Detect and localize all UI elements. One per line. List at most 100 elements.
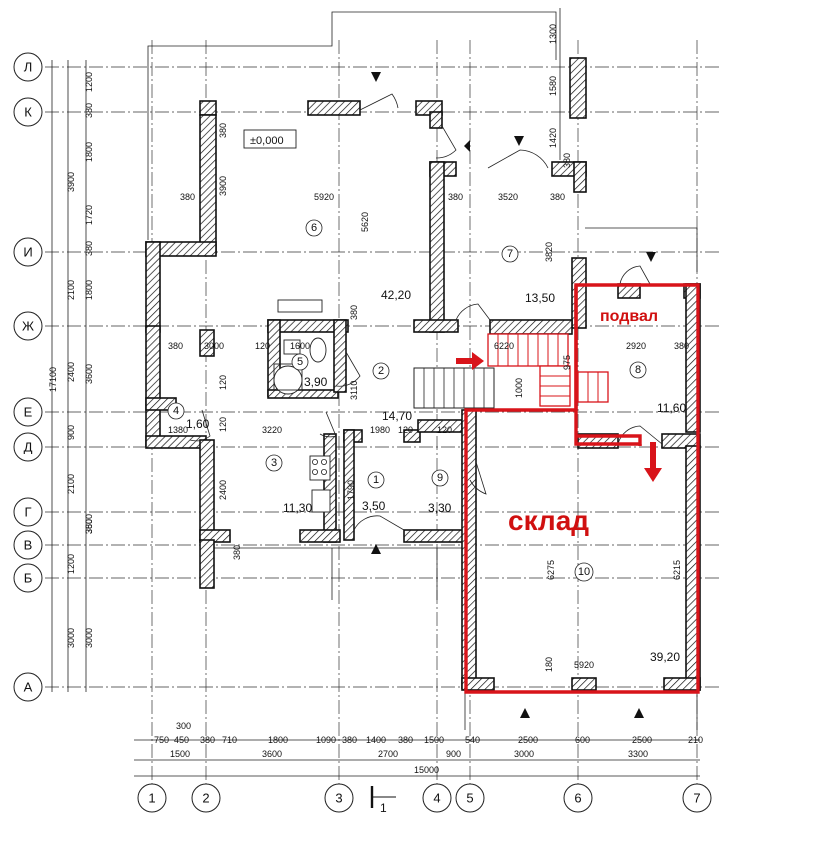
room-10-area: 39,20 <box>650 650 680 664</box>
col-axis-lines <box>151 40 698 785</box>
room-4-area: 1,60 <box>186 417 210 431</box>
dim-left: 380 <box>84 241 94 256</box>
axis-label-2: 2 <box>202 791 209 806</box>
dim-interior: 5920 <box>574 660 594 670</box>
room-8-number: 8 <box>635 364 641 376</box>
axis-label-6: 6 <box>574 791 581 806</box>
dim-bottom: 2500 <box>632 735 652 745</box>
room-6-area: 42,20 <box>381 288 411 302</box>
axis-label-zh: Ж <box>22 319 34 334</box>
dim-left: 1800 <box>84 142 94 162</box>
dim-bottom-axis: 3300 <box>628 749 648 759</box>
axis-label-g: Г <box>24 505 31 520</box>
dim-interior: 3220 <box>262 425 282 435</box>
dim-bottom-axis: 3600 <box>262 749 282 759</box>
dim-left-total: 17100 <box>48 367 58 392</box>
dim-left: 2400 <box>66 362 76 382</box>
highlight-outline <box>464 283 700 694</box>
dim-interior: 1600 <box>290 341 310 351</box>
dim-left: 380 <box>84 103 94 118</box>
dim-bottom: 2500 <box>518 735 538 745</box>
dim-left: 1720 <box>84 205 94 225</box>
room-5-area: 3,90 <box>304 375 328 389</box>
entrance-markers <box>371 72 656 718</box>
dim-left-mid: 3600 <box>84 364 94 384</box>
level-mark-box <box>243 129 297 149</box>
dim-interior: 3520 <box>498 192 518 202</box>
room-7-number: 7 <box>507 248 513 260</box>
dim-interior: 380 <box>232 545 242 560</box>
dim-bottom: 710 <box>222 735 237 745</box>
dim-interior: 5920 <box>314 192 334 202</box>
dim-bottom-axis: 1500 <box>170 749 190 759</box>
dimension-lines <box>51 8 700 777</box>
stairs <box>413 333 609 409</box>
dim-left: 3000 <box>66 628 76 648</box>
dim-bottom: 380 <box>200 735 215 745</box>
dim-interior: 380 <box>349 305 359 320</box>
dim-left-mid: 3900 <box>66 172 76 192</box>
col-axis-bubbles: 1 2 3 4 5 6 7 <box>137 783 712 813</box>
dims-left-inner: 1200 380 1800 1720 380 2100 1800 2400 90… <box>48 72 94 648</box>
room-1-number: 1 <box>373 474 379 486</box>
room-8-area: 11,60 <box>657 401 686 415</box>
dim-interior: 380 <box>180 192 195 202</box>
room-4-number: 4 <box>173 405 179 417</box>
dim-interior: 1980 <box>370 425 390 435</box>
room-areas: 3,50 14,70 11,30 1,60 3,90 42,20 13,50 1… <box>186 288 686 664</box>
room-3-number: 3 <box>271 457 277 469</box>
room-2-area: 14,70 <box>382 409 412 423</box>
dim-right: 1580 <box>548 76 558 96</box>
down-arrow-icon <box>644 442 662 482</box>
dim-bottom-axis: 900 <box>446 749 461 759</box>
dim-interior: 975 <box>562 355 572 370</box>
axis-label-d: Д <box>24 440 33 455</box>
room-7-area: 13,50 <box>525 291 555 305</box>
dim-interior: 2400 <box>218 480 228 500</box>
dim-interior: 6220 <box>494 341 514 351</box>
dim-interior: 120 <box>437 425 452 435</box>
dim-interior: 6215 <box>672 560 682 580</box>
dim-interior: 1000 <box>514 378 524 398</box>
room-9-number: 9 <box>437 472 443 484</box>
dim-interior: 380 <box>448 192 463 202</box>
dim-bottom: 1090 <box>316 735 336 745</box>
dim-interior: 3110 <box>349 381 359 400</box>
red-arrows <box>456 352 662 482</box>
room-6-number: 6 <box>311 222 317 234</box>
dim-bottom-axis: 3000 <box>514 749 534 759</box>
doors <box>189 93 663 531</box>
dim-left: 3000 <box>84 628 94 648</box>
axis-label-4: 4 <box>433 791 440 806</box>
dim-bottom: 300 <box>176 721 191 731</box>
dim-bottom-axis: 2700 <box>378 749 398 759</box>
dim-bottom: 450 <box>174 735 189 745</box>
room-5-number: 5 <box>297 356 303 368</box>
dim-interior: 3000 <box>204 341 224 351</box>
dim-interior: 2920 <box>626 341 646 351</box>
dim-bottom: 750 <box>154 735 169 745</box>
axis-label-k: К <box>24 105 32 120</box>
dim-interior: 1380 <box>168 425 188 435</box>
dim-interior: 5620 <box>360 212 370 232</box>
dim-right: 1420 <box>548 128 558 148</box>
dim-interior: 380 <box>674 341 689 351</box>
basement-label: подвал <box>600 308 658 325</box>
dim-bottom: 1400 <box>366 735 386 745</box>
dim-left: 2100 <box>66 474 76 494</box>
axis-label-1: 1 <box>148 791 155 806</box>
dim-left: 1200 <box>84 72 94 92</box>
level-mark: ±0,000 <box>250 135 284 147</box>
room-10-number: 10 <box>578 566 590 578</box>
dim-interior: 6275 <box>546 560 556 580</box>
axis-label-l: Л <box>24 60 33 75</box>
dim-bottom: 380 <box>342 735 357 745</box>
dim-interior: 120 <box>398 425 413 435</box>
axis-label-v: В <box>24 538 33 553</box>
dims-interior: 5920 5620 380 3520 380 380 3820 3900 380… <box>168 123 689 672</box>
dim-interior: 3820 <box>544 242 554 262</box>
section-mark-label: 1 <box>380 801 387 815</box>
walls <box>145 57 701 691</box>
row-axis-bubbles: Л К И Ж Е Д Г В Б А <box>13 52 43 702</box>
